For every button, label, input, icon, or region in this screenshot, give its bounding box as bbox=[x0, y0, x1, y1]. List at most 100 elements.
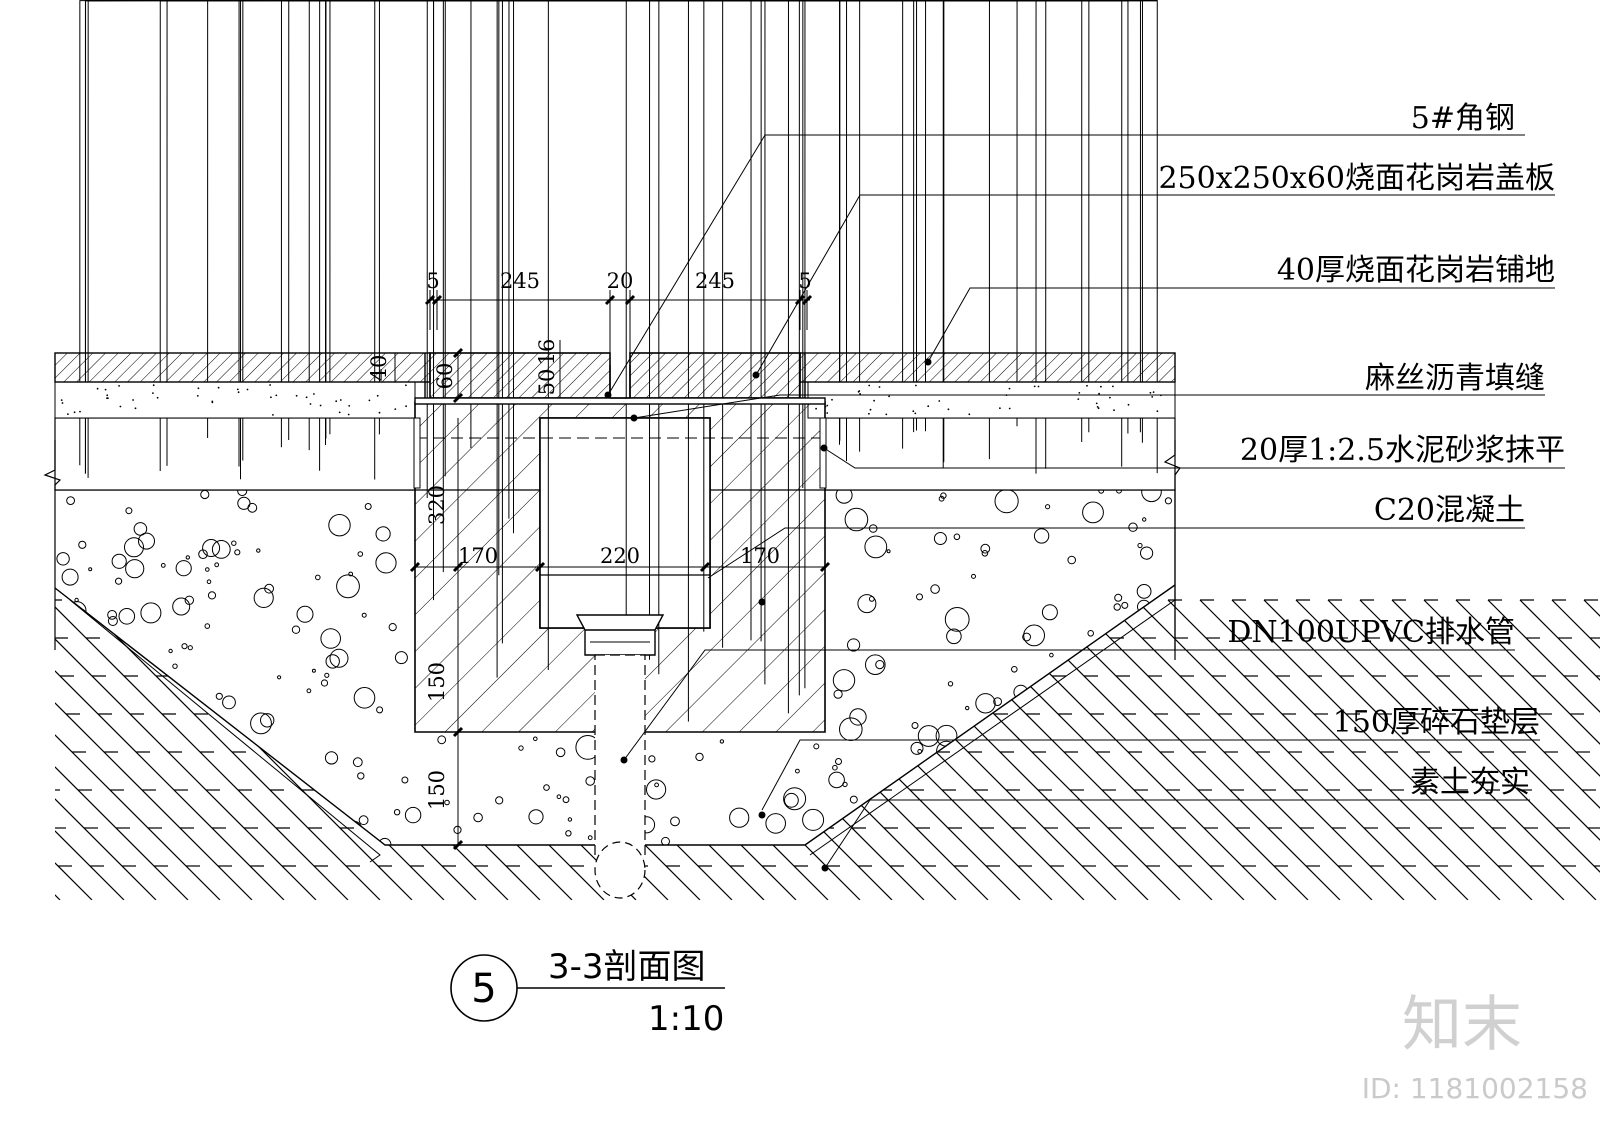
gravel-stone bbox=[88, 567, 93, 572]
mortar-dot bbox=[1098, 392, 1100, 395]
gravel-stone bbox=[832, 669, 856, 692]
gravel-stone bbox=[1113, 603, 1121, 611]
concrete-base-right bbox=[824, 417, 1176, 491]
gravel-stone bbox=[192, 768, 198, 775]
gravel-stone bbox=[556, 794, 562, 800]
mortar-dot bbox=[295, 394, 298, 397]
mortar-dot bbox=[134, 407, 137, 410]
soil-hatch-line bbox=[55, 599, 317, 900]
gravel-stone bbox=[175, 560, 192, 577]
gravel-stone bbox=[1069, 795, 1078, 803]
gravel-stone bbox=[65, 608, 71, 613]
mortar-dot bbox=[348, 405, 351, 407]
gravel-stone bbox=[729, 807, 750, 828]
gravel-stone bbox=[980, 836, 986, 843]
soil-hatch-line bbox=[1551, 599, 1600, 900]
mortar-dots bbox=[60, 384, 1162, 416]
gravel-stone bbox=[144, 771, 153, 780]
gravel-stone bbox=[352, 757, 363, 768]
gravel-stone bbox=[868, 596, 875, 602]
gravel-stone bbox=[83, 686, 93, 695]
gravel-stone bbox=[875, 660, 885, 670]
leader-dots bbox=[604, 358, 932, 872]
gravel-stone bbox=[205, 567, 210, 572]
gravel-stone bbox=[971, 573, 976, 579]
gravel-stone bbox=[358, 815, 369, 826]
gravel-stone bbox=[1067, 555, 1076, 565]
cover-plate-right bbox=[629, 352, 801, 399]
gravel-stone bbox=[253, 587, 274, 609]
gravel-stone bbox=[168, 648, 173, 654]
mortar-dot bbox=[878, 386, 881, 388]
channel-void bbox=[539, 417, 711, 629]
gravel-stone bbox=[357, 551, 364, 557]
mortar-dot bbox=[1152, 391, 1155, 393]
mortar-dot bbox=[339, 399, 342, 401]
dim-top-245-right: 245 bbox=[695, 269, 735, 293]
dimension-lines bbox=[394, 290, 825, 845]
mortar-dot bbox=[1008, 407, 1011, 410]
mortar-dot bbox=[927, 405, 930, 408]
gravel-stone bbox=[648, 755, 656, 763]
gravel-stone bbox=[1146, 615, 1157, 626]
mortar-dot bbox=[915, 384, 917, 387]
gravel-stone bbox=[1150, 671, 1156, 677]
gravel-stone bbox=[1027, 777, 1037, 787]
mortar-dot bbox=[914, 412, 917, 415]
dim-150-lower: 150 bbox=[425, 770, 449, 810]
mortar-dot bbox=[211, 401, 214, 404]
dim-16: 16 bbox=[535, 339, 559, 366]
soil-hatch-line bbox=[55, 599, 157, 900]
mortar-dot bbox=[1033, 385, 1036, 388]
gravel-stone bbox=[61, 568, 79, 586]
gravel-stone bbox=[1022, 632, 1031, 642]
gravel-stone bbox=[138, 532, 155, 550]
gravel-stone bbox=[844, 507, 869, 532]
mortar-dot bbox=[107, 397, 109, 399]
gravel-stone bbox=[1142, 642, 1166, 666]
gravel-stone bbox=[124, 537, 144, 558]
mortar-dot bbox=[236, 388, 239, 391]
gravel-stone bbox=[211, 540, 231, 559]
gravel-stone bbox=[348, 571, 354, 577]
gravel-stone bbox=[215, 692, 223, 700]
label-compacted-soil: 素土夯实 bbox=[1410, 765, 1530, 800]
gravel-stone bbox=[172, 597, 191, 616]
gravel-stone bbox=[1161, 637, 1170, 646]
gravel-stone bbox=[528, 809, 544, 825]
mortar-dot bbox=[868, 384, 871, 387]
gravel-stone bbox=[783, 787, 807, 811]
gravel-stone bbox=[388, 623, 397, 632]
gravel-stone bbox=[231, 540, 237, 546]
mortar-dot bbox=[156, 396, 159, 399]
mortar-dot bbox=[1077, 398, 1080, 400]
mortar-dot bbox=[968, 413, 971, 416]
mortar-dot bbox=[1149, 391, 1152, 394]
channel-aggregate-mark bbox=[649, 0, 660, 660]
joint-filler-right bbox=[819, 417, 827, 489]
gravel-stone bbox=[200, 490, 210, 500]
gravel-stone bbox=[832, 764, 838, 771]
gravel-stone bbox=[393, 809, 401, 816]
mortar-dot bbox=[394, 408, 397, 410]
gravel-stone bbox=[76, 780, 86, 790]
gravel-stone bbox=[140, 602, 162, 624]
mortar-dot bbox=[73, 411, 76, 414]
mortar-dot bbox=[132, 399, 135, 401]
mortar-dot bbox=[305, 396, 308, 399]
mortar-dot bbox=[999, 407, 1001, 410]
mortar-dot bbox=[378, 411, 381, 414]
dim-50: 50 bbox=[535, 369, 559, 396]
gravel-stone bbox=[320, 628, 342, 649]
mortar-dot bbox=[873, 399, 875, 402]
gravel-stone bbox=[56, 552, 70, 566]
mortar-dot bbox=[858, 390, 861, 392]
mortar-dot bbox=[1151, 396, 1154, 398]
channel-aggregate-mark bbox=[658, 0, 675, 675]
gravel-stone bbox=[375, 526, 391, 542]
gravel-stone bbox=[251, 760, 270, 779]
label-gravel-bed: 150厚碎石垫层 bbox=[1333, 705, 1540, 740]
gravel-stone bbox=[833, 689, 843, 699]
mortar-dot bbox=[826, 412, 829, 414]
